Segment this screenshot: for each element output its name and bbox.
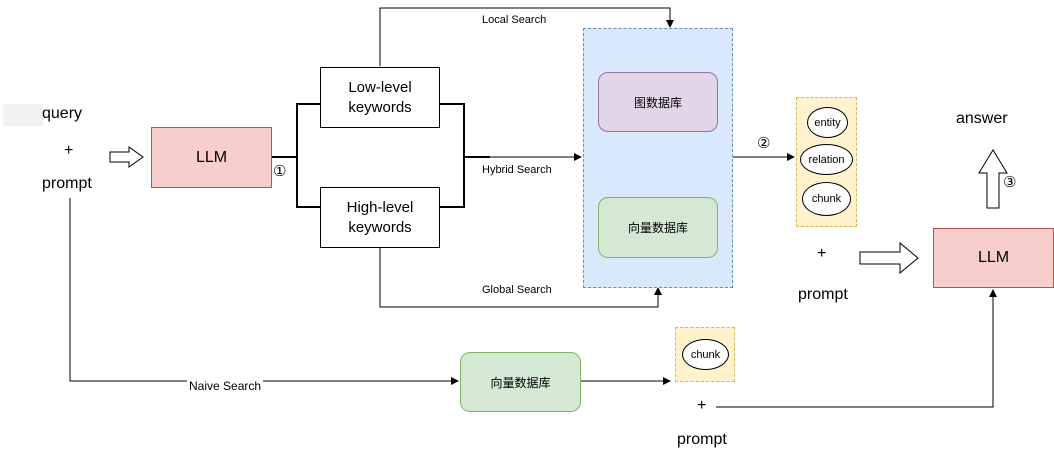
vector-database-label: 向量数据库 — [627, 221, 688, 235]
local-search-label: Local Search — [482, 14, 547, 26]
low-level-line-2: keywords — [348, 98, 412, 116]
step-one-marker: ① — [273, 163, 287, 180]
entity-node: entity — [807, 107, 848, 138]
chunk-node: chunk — [802, 182, 851, 216]
llm-keyword-extractor: LLM — [151, 127, 272, 188]
graph-database-box: 图数据库 — [598, 72, 718, 132]
bottom-prompt-to-llm-arrow — [716, 289, 997, 408]
bottom-plus: + — [697, 397, 707, 414]
input-hollow-arrow — [109, 146, 144, 168]
high-level-line-1: High-level — [346, 198, 414, 216]
relation-label: relation — [808, 153, 845, 166]
high-level-keywords-box: High-level keywords — [320, 187, 440, 248]
llm-answer-generator: LLM — [933, 228, 1054, 288]
answer-hollow-arrow — [978, 149, 1008, 209]
input-plus: + — [64, 142, 74, 159]
naive-vector-database-label: 向量数据库 — [490, 375, 551, 390]
chunk-label: chunk — [811, 193, 842, 205]
input-prompt-label: prompt — [42, 175, 92, 192]
query-highlight — [3, 104, 43, 126]
naive-vector-database-box: 向量数据库 — [460, 352, 581, 412]
llm-right-label: LLM — [977, 249, 1010, 266]
mid-plus: + — [817, 245, 827, 262]
local-search-arrow — [379, 7, 674, 66]
step-two-marker: ② — [757, 135, 771, 152]
answer-label: answer — [956, 110, 1008, 127]
low-level-line-1: Low-level — [348, 78, 412, 96]
global-search-arrow — [379, 248, 662, 308]
naive-search-arrow — [69, 198, 459, 385]
bottom-prompt-label: prompt — [677, 431, 727, 448]
graph-database-label: 图数据库 — [633, 95, 682, 110]
step-three-marker: ③ — [1003, 174, 1017, 191]
entity-label: entity — [814, 116, 841, 129]
naive-chunk-label: chunk — [690, 348, 721, 361]
llm-left-label: LLM — [195, 148, 228, 166]
high-level-line-2: keywords — [348, 218, 412, 236]
relation-node: relation — [800, 144, 853, 175]
query-label: query — [42, 105, 83, 122]
low-level-keywords-box: Low-level keywords — [320, 67, 440, 128]
keywords-merge-connector — [440, 103, 490, 208]
naive-chunk-node: chunk — [682, 339, 729, 370]
llm-to-keywords-connector — [271, 103, 320, 208]
mid-prompt-label: prompt — [798, 286, 848, 303]
global-search-label: Global Search — [482, 284, 552, 296]
prompt-to-llm-hollow-arrow — [859, 241, 919, 275]
naive-search-label: Naive Search — [187, 379, 264, 393]
vector-database-box: 向量数据库 — [598, 197, 718, 258]
hybrid-search-label: Hybrid Search — [482, 164, 552, 176]
